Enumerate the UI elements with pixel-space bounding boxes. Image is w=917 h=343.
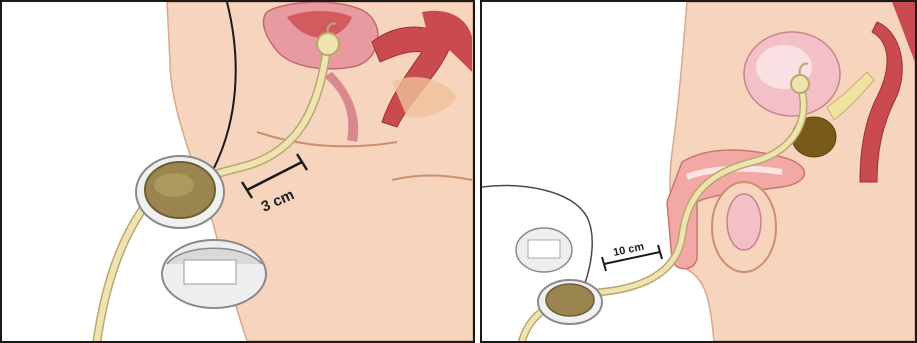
left-open-holder [162,240,266,308]
right-catheter-balloon [791,75,809,93]
right-holder-valve [538,280,602,324]
left-illustration: 3 cm [2,2,473,341]
left-holder-highlight [154,173,194,197]
left-catheter-balloon [317,33,339,55]
right-illustration-panel: 10 cm [480,0,917,343]
right-testis [727,194,761,250]
right-open-holder [516,228,572,272]
right-illustration: 10 cm [482,2,915,341]
left-illustration-panel: 3 cm [0,0,475,343]
